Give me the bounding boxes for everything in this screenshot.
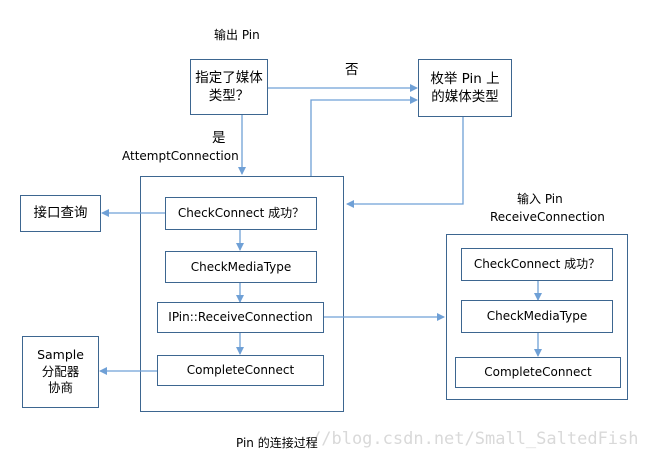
output-check-connect-box: CheckConnect 成功？ xyxy=(165,197,317,230)
input-complete-connect-label: CompleteConnect xyxy=(484,365,592,380)
input-check-connect-box: CheckConnect 成功？ xyxy=(461,248,613,281)
arrow-loop-to-enumerate xyxy=(310,96,418,176)
input-pin-label: 输入 Pin xyxy=(517,192,563,206)
output-pin-group xyxy=(140,176,344,412)
output-check-media-type-box: CheckMediaType xyxy=(165,251,317,283)
no-label: 否 xyxy=(345,62,359,78)
diagram-caption: Pin 的连接过程 xyxy=(236,436,318,450)
yes-label: 是 xyxy=(212,130,226,146)
input-pin-group xyxy=(446,234,628,400)
input-complete-connect-box: CompleteConnect xyxy=(455,357,621,388)
output-complete-connect-box: CompleteConnect xyxy=(157,355,324,386)
media-type-specified-label: 指定了媒体 类型？ xyxy=(195,69,263,104)
watermark: //blog.csdn.net/Small_SaltedFish xyxy=(311,429,639,449)
ipin-receive-connection-box: IPin::ReceiveConnection xyxy=(157,302,324,333)
input-check-connect-label: CheckConnect 成功？ xyxy=(473,257,601,272)
arrow-enumerate-to-group xyxy=(346,117,464,208)
receive-connection-label: ReceiveConnection xyxy=(490,210,605,224)
output-check-connect-label: CheckConnect 成功？ xyxy=(177,206,305,221)
interface-query-box: 接口查询 xyxy=(20,195,101,232)
input-check-media-type-label: CheckMediaType xyxy=(486,309,588,324)
sample-allocator-box: Sample 分配器 协商 xyxy=(22,336,99,408)
interface-query-label: 接口查询 xyxy=(33,205,88,222)
output-complete-connect-label: CompleteConnect xyxy=(186,363,295,378)
enumerate-media-types-box: 枚举 Pin 上 的媒体类型 xyxy=(418,59,512,117)
input-check-media-type-box: CheckMediaType xyxy=(461,300,613,333)
sample-allocator-label: Sample 分配器 协商 xyxy=(37,346,84,396)
output-check-media-type-label: CheckMediaType xyxy=(190,259,292,274)
output-pin-label: 输出 Pin xyxy=(214,28,260,42)
media-type-specified-box: 指定了媒体 类型？ xyxy=(190,59,268,115)
enumerate-media-types-label: 枚举 Pin 上 的媒体类型 xyxy=(430,70,500,105)
ipin-receive-connection-label: IPin::ReceiveConnection xyxy=(168,310,313,325)
attempt-connection-label: AttemptConnection xyxy=(122,149,239,163)
